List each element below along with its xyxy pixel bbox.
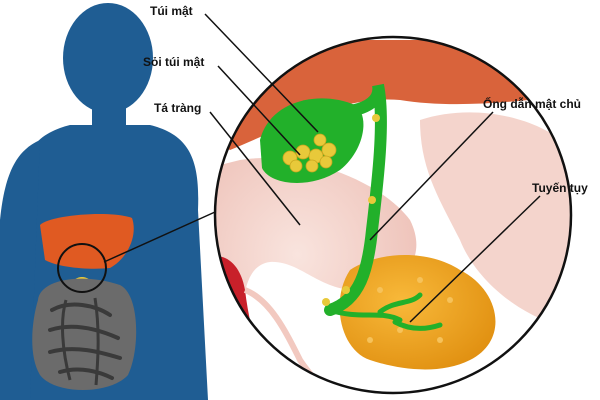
bile-duct-zoom	[324, 83, 387, 316]
liver-small	[40, 214, 134, 269]
leader-lines	[204, 13, 541, 323]
leader-gallbladder	[204, 13, 319, 133]
label-duodenum: Tá tràng	[154, 101, 202, 115]
pancreas-zoom	[339, 255, 496, 370]
leader-gallstones	[217, 65, 301, 156]
zoom-circle	[213, 35, 573, 395]
leader-bile-duct	[369, 111, 494, 241]
zoom-view	[215, 37, 571, 393]
intestines	[32, 278, 137, 390]
duodenum-zoom	[215, 158, 417, 393]
label-pancreas: Tuyến tụy	[532, 181, 588, 195]
gallstones-zoom	[282, 133, 337, 173]
label-gallstones: Sỏi túi mật	[143, 55, 205, 69]
leader-duodenum	[209, 111, 301, 226]
label-gallbladder: Túi mật	[150, 4, 193, 18]
label-common-bile-duct: Ống dẫn mật chủ	[483, 97, 582, 111]
highlight-circle	[57, 243, 107, 293]
zoom-connector	[103, 211, 216, 263]
leader-pancreas	[409, 195, 541, 323]
